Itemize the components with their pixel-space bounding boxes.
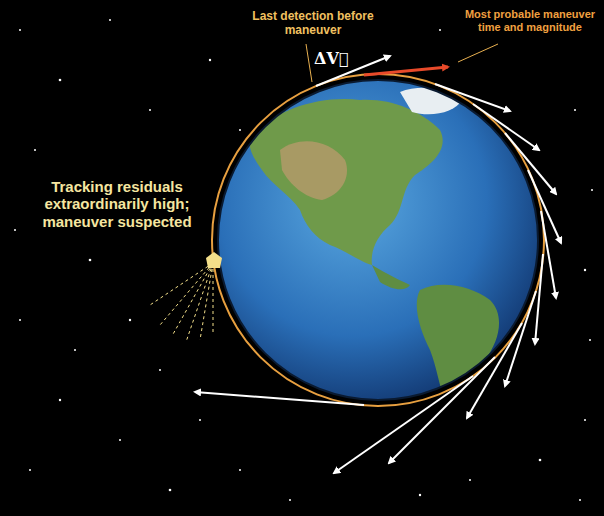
callout-label: Last detection before maneuver: [248, 10, 378, 38]
callout-label: Most probable maneuver time and magnitud…: [462, 8, 598, 33]
delta-v-arrows: [195, 56, 561, 473]
tracking-beams: [150, 263, 213, 342]
vector-label: ΔV⃗: [314, 50, 354, 68]
spacecraft: [206, 252, 222, 268]
orbit-path: [212, 74, 544, 406]
leader-lines: [306, 44, 498, 82]
note-label: Tracking residuals extraordinarily high;…: [28, 178, 206, 230]
stars: [14, 19, 593, 501]
probable-maneuver-arrow: [364, 67, 448, 75]
earth: [218, 80, 538, 410]
